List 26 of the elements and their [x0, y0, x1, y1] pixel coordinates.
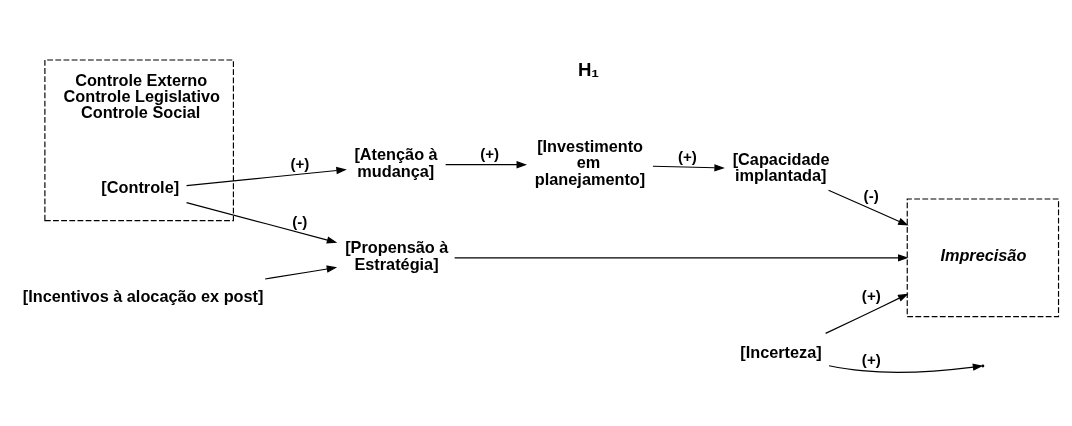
- node-text: Controle Externo Controle Legislativo Controle Social: [63, 70, 221, 122]
- edge-label: (-): [863, 187, 879, 205]
- node-text: [Atenção à mudança]: [354, 145, 438, 180]
- arrow: [827, 189, 909, 226]
- label: H₁: [577, 59, 600, 81]
- node-text: [Incerteza]: [740, 342, 822, 361]
- arrow: [652, 164, 725, 172]
- edge-label: (+): [677, 147, 697, 165]
- edge-label: (+): [290, 154, 310, 172]
- node-text: [Controle]: [101, 178, 180, 197]
- arrow: [186, 202, 338, 244]
- arrow: [825, 293, 909, 334]
- cluster: [44, 59, 234, 222]
- arrow: [264, 265, 338, 280]
- node-text: [Propensão à Estratégia]: [345, 238, 449, 273]
- node-text: [Investimento em planejamento]: [534, 137, 646, 188]
- node-text: [Incentivos à alocação ex post]: [22, 286, 264, 305]
- node-text: [Capacidade implantada]: [732, 149, 830, 185]
- edge-label: (+): [861, 287, 881, 305]
- edge-label: (-): [292, 212, 308, 230]
- node-box: Imprecisão: [906, 198, 1060, 318]
- arrow: [454, 254, 909, 262]
- edge-label: (+): [861, 351, 881, 369]
- arrow: [445, 161, 527, 169]
- edge-label: (+): [480, 145, 500, 163]
- arrow: [186, 166, 347, 187]
